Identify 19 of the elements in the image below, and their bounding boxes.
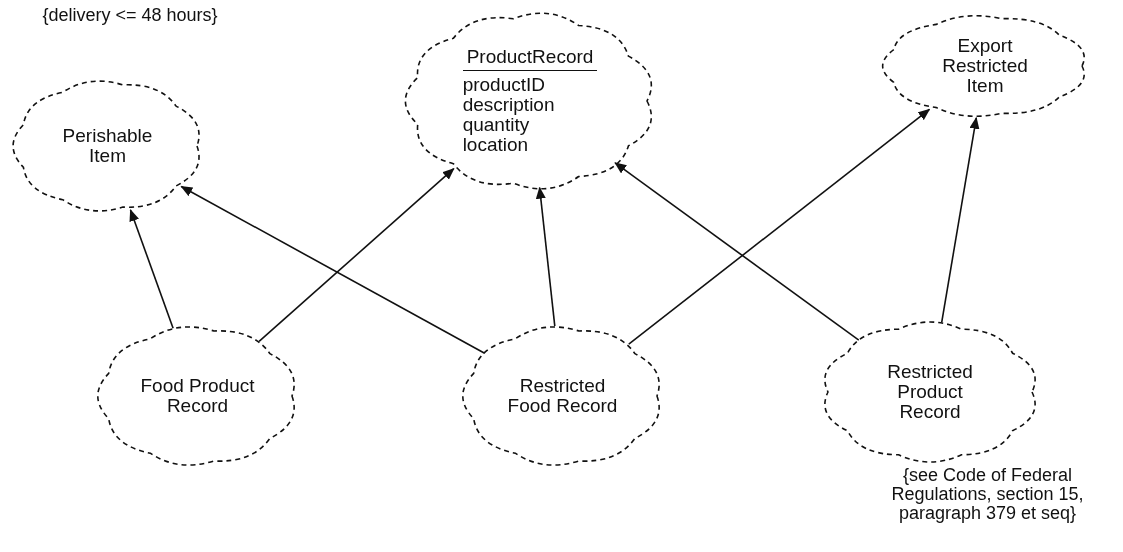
class-name: Restricted Food Record [506,376,619,416]
inheritance-arrow [628,108,931,345]
attribute-text: location [462,134,529,155]
attribute-text: productID [462,75,545,96]
inheritance-arrow [129,209,174,329]
attribute-text: quantity [462,114,530,135]
inheritance-arrow [258,167,455,343]
constraint-note: {delivery <= 48 hours} [41,6,219,25]
class-name: Restricted Product Record [886,362,974,422]
inheritance-arrow [940,116,980,324]
inheritance-arrow [180,185,486,354]
class-name: Perishable Item [61,126,154,166]
attribute-text: description [462,95,555,115]
class-name: Export Restricted Item [941,36,1029,96]
constraint-note: {see Code of Federal Regulations, section 15, paragraph 379 et seq} [890,466,1085,523]
class-name: Food Product Record [139,376,256,416]
inheritance-arrow [614,162,860,341]
class-name: ProductRecord [462,47,598,72]
inheritance-arrow [535,186,556,327]
